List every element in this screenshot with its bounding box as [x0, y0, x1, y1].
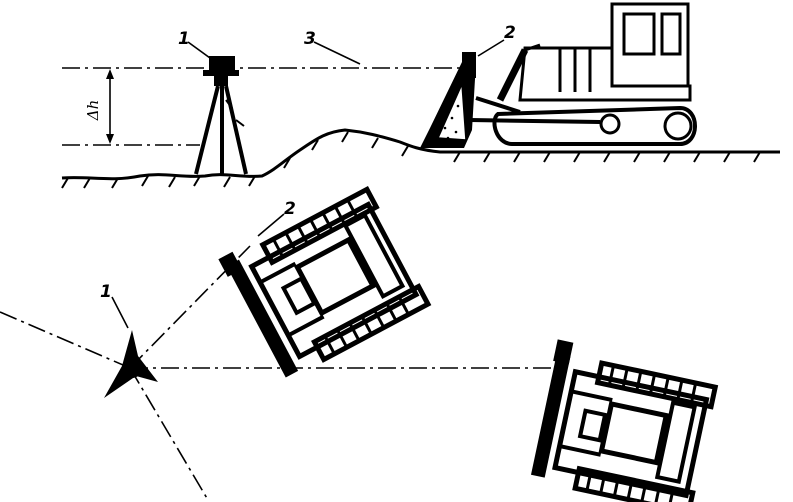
bulldozer-plan-1: [218, 185, 432, 378]
level-instrument-plan: [104, 330, 158, 398]
staff-label-plan: 2: [284, 199, 296, 219]
ground-hatching: [61, 131, 761, 189]
side-view: Δh 1 3: [61, 2, 780, 189]
level-instrument-side: [194, 56, 248, 176]
plan-view: 1 2: [0, 185, 719, 502]
level-label-side: 1: [178, 29, 190, 49]
height-difference-dimension: Δh: [84, 69, 114, 144]
sight-line-label: 3: [304, 29, 316, 49]
ground-line: [61, 128, 780, 181]
level-label-plan: 1: [100, 282, 112, 302]
bulldozer-side: [420, 2, 697, 148]
staff-label-side: 2: [504, 23, 516, 43]
plan-sight-lines: [0, 245, 565, 501]
bulldozer-plan-2: [530, 339, 719, 502]
height-difference-label: Δh: [84, 100, 102, 122]
